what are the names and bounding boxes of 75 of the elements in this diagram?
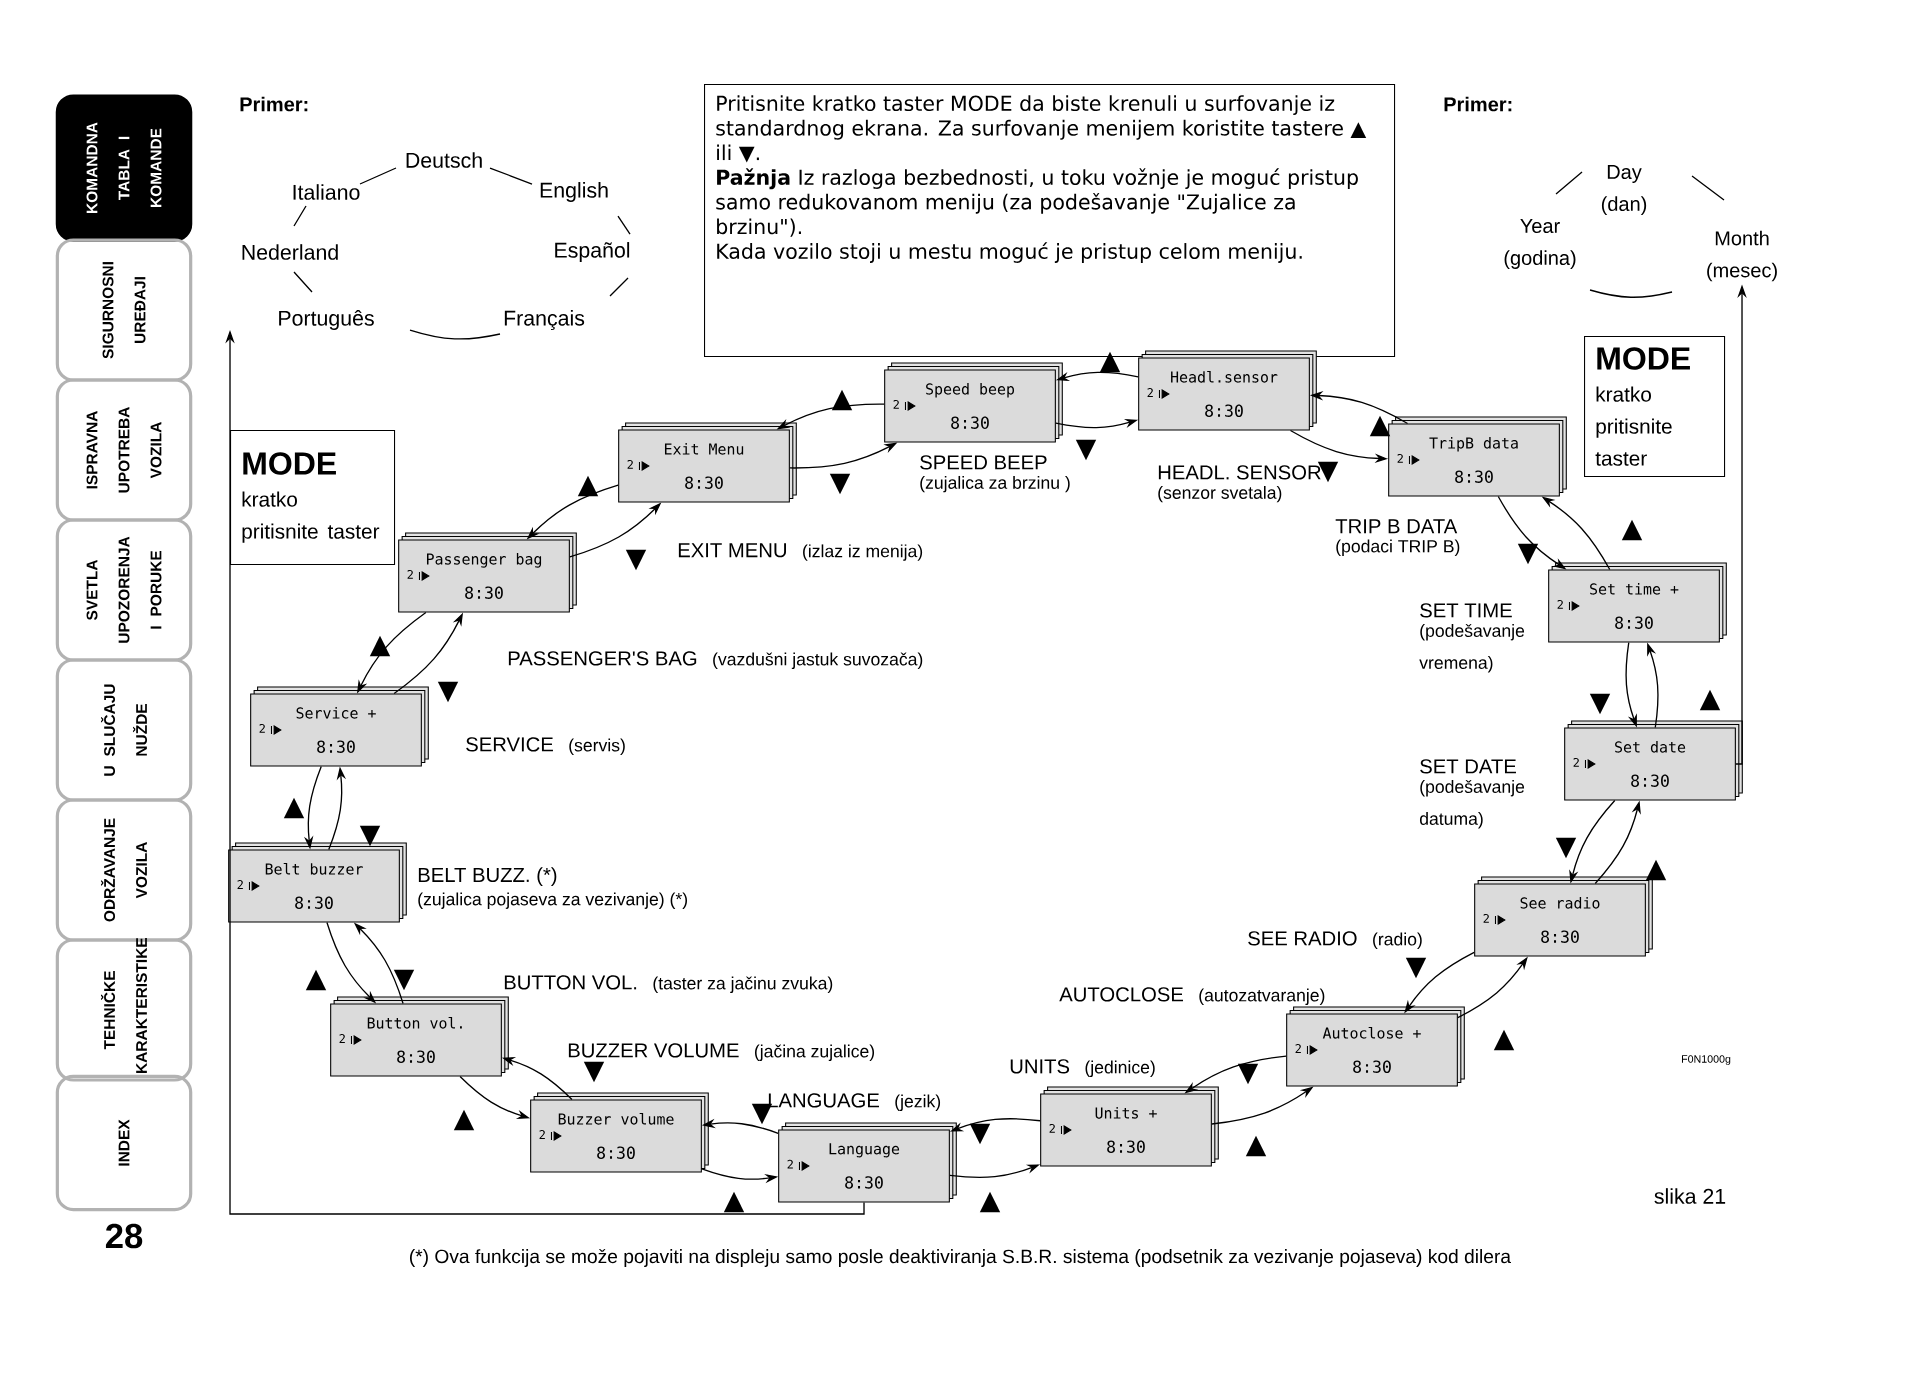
- menu-label: BUZZER VOLUME: [568, 1043, 739, 1058]
- menu-label: SERVICE: [466, 737, 553, 752]
- menu-label: (zujalica za brzinu ): [920, 475, 1070, 493]
- text-label: Primer:: [1444, 96, 1512, 112]
- edge-label: ▼: [1517, 543, 1539, 565]
- text-label: Italiano: [293, 184, 360, 200]
- menu-label: SET DATE: [1420, 759, 1516, 774]
- menu-label: (senzor svetala): [1158, 485, 1282, 503]
- menu-label: (taster za jačinu zvuka): [653, 976, 833, 993]
- menu-label: SET TIME: [1420, 603, 1512, 618]
- edge-label: ▼: [625, 549, 647, 571]
- edge-label: ▼: [1589, 693, 1611, 715]
- menu-label: (podešavanje datuma): [1419, 780, 1525, 829]
- edge-label: ▼: [1237, 1063, 1259, 1085]
- menu-label: EXIT MENU: [678, 543, 786, 558]
- info-box: MODE kratko pritisnite taster: [1584, 336, 1726, 477]
- edge-label: ▲: [1369, 415, 1391, 437]
- edge-label: ▼: [751, 1103, 773, 1125]
- menu-label: (radio): [1373, 932, 1422, 949]
- text-label: Español: [555, 242, 630, 262]
- edge-label: ▲: [1699, 689, 1721, 711]
- menu-label: HEADL. SENSOR: [1158, 465, 1321, 480]
- edge-label: ▲: [831, 389, 853, 411]
- edge-label: ▼: [1317, 461, 1339, 483]
- text-label: Français: [504, 310, 585, 330]
- edge-label: ▲: [979, 1191, 1001, 1213]
- text-label: Year (godina): [1504, 219, 1576, 269]
- menu-label: (jedinice): [1085, 1060, 1155, 1077]
- menu-label: (jačina zujalice): [755, 1044, 875, 1061]
- menu-label: SEE RADIO: [1248, 931, 1357, 946]
- menu-label: BUTTON VOL.: [504, 975, 637, 990]
- edge-label: ▲: [305, 969, 327, 991]
- edge-label: ▼: [1075, 439, 1097, 461]
- menu-label: (servis): [569, 738, 625, 755]
- edge-label: ▲: [1621, 519, 1643, 541]
- edge-label: ▼: [437, 681, 459, 703]
- edge-label: ▼: [393, 969, 415, 991]
- info-box: MODE kratko pritisnite taster: [230, 430, 396, 566]
- edge-label: ▼: [1555, 837, 1577, 859]
- edge-label: ▼: [583, 1061, 605, 1083]
- text-label: slika 21: [1654, 1188, 1726, 1204]
- menu-label: TRIP B DATA: [1335, 519, 1458, 534]
- text-label: Nederland: [242, 244, 338, 260]
- menu-label: (zujalica pojaseva za vezivanje) (*): [418, 892, 687, 909]
- text-label: English: [540, 182, 608, 202]
- text-label: Português: [279, 310, 374, 330]
- edge-label: ▼: [969, 1123, 991, 1145]
- edge-label: ▲: [453, 1109, 475, 1131]
- edge-label: ▼: [829, 473, 851, 495]
- menu-label: (vazdušni jastuk suvozača): [713, 652, 923, 669]
- edge-label: ▲: [1493, 1029, 1515, 1051]
- text-label: Deutsch: [406, 152, 482, 168]
- menu-label: BELT BUZZ. (*): [418, 867, 557, 887]
- menu-label: (podaci TRIP B): [1336, 539, 1460, 556]
- edge-label: ▲: [723, 1191, 745, 1213]
- menu-label: AUTOCLOSE: [1059, 987, 1183, 1002]
- edge-label: ▼: [1405, 957, 1427, 979]
- edge-label: ▲: [283, 797, 305, 819]
- menu-label: (autozatvaranje): [1199, 988, 1325, 1005]
- menu-label: UNITS: [1010, 1059, 1070, 1074]
- text-label: (*) Ova funkcija se može pojaviti na displeju samo posle deaktiviranja S.B.R. sistema (podsetnik za vezivanje pojaseva) kod dilera: [410, 1249, 1511, 1267]
- edge-label: ▲: [577, 475, 599, 497]
- text-label: Primer:: [240, 96, 308, 112]
- edge-label: ▼: [359, 825, 381, 847]
- text-label: Month (mesec): [1707, 230, 1777, 282]
- menu-label: (podešavanje vremena): [1419, 624, 1525, 673]
- edge-label: ▲: [1645, 859, 1667, 881]
- edge-label: ▲: [1245, 1135, 1267, 1157]
- menu-label: (jezik): [895, 1094, 941, 1111]
- menu-label: LANGUAGE: [768, 1093, 879, 1108]
- menu-label: PASSENGER'S BAG: [508, 651, 697, 666]
- menu-label: SPEED BEEP: [920, 455, 1047, 470]
- text-label: Day (dan): [1601, 165, 1647, 215]
- edge-label: ▲: [369, 635, 391, 657]
- menu-label: (izlaz iz menija): [803, 544, 923, 561]
